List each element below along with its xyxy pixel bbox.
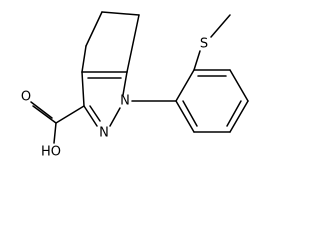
bond-ar6-ar1-inner [182,100,198,127]
bond-c3a-c3 [81,71,85,107]
bond-n1-c6a [122,71,128,96]
bond-c6-c6a [126,14,140,73]
bond-c4-c5 [85,11,103,47]
atom-label-n2: N [99,126,109,141]
structure-canvas: HO O N N S [21,11,249,160]
bond-ar4-ar5-inner [226,100,242,127]
bond-ar3-ar4 [229,69,249,102]
bond-carboxyl-o-second [30,101,53,119]
bond-n2-n1 [109,107,121,127]
bond-ar1-ar2 [175,69,195,102]
bond-carboxyl-oh [53,122,57,144]
atom-label-oh: HO [41,145,61,160]
bond-c3-n2-inner [89,105,101,122]
bond-s-methyl [210,14,231,38]
bond-ar4-ar5 [229,100,249,133]
bond-c3a-c4 [81,45,87,73]
bond-carboxyl-o [32,105,57,124]
bond-c3-n2 [83,105,98,127]
bond-ar6-ar1 [175,100,195,133]
atom-label-s: S [200,37,208,52]
atom-label-n1: N [120,94,130,109]
bond-ar2-s [193,50,201,71]
atom-label-o-carbonyl: O [21,90,31,105]
bond-c5-c6 [101,11,140,16]
bond-c3-carboxyl [55,105,85,124]
molecule-drawing: HO O N N S [21,11,249,160]
